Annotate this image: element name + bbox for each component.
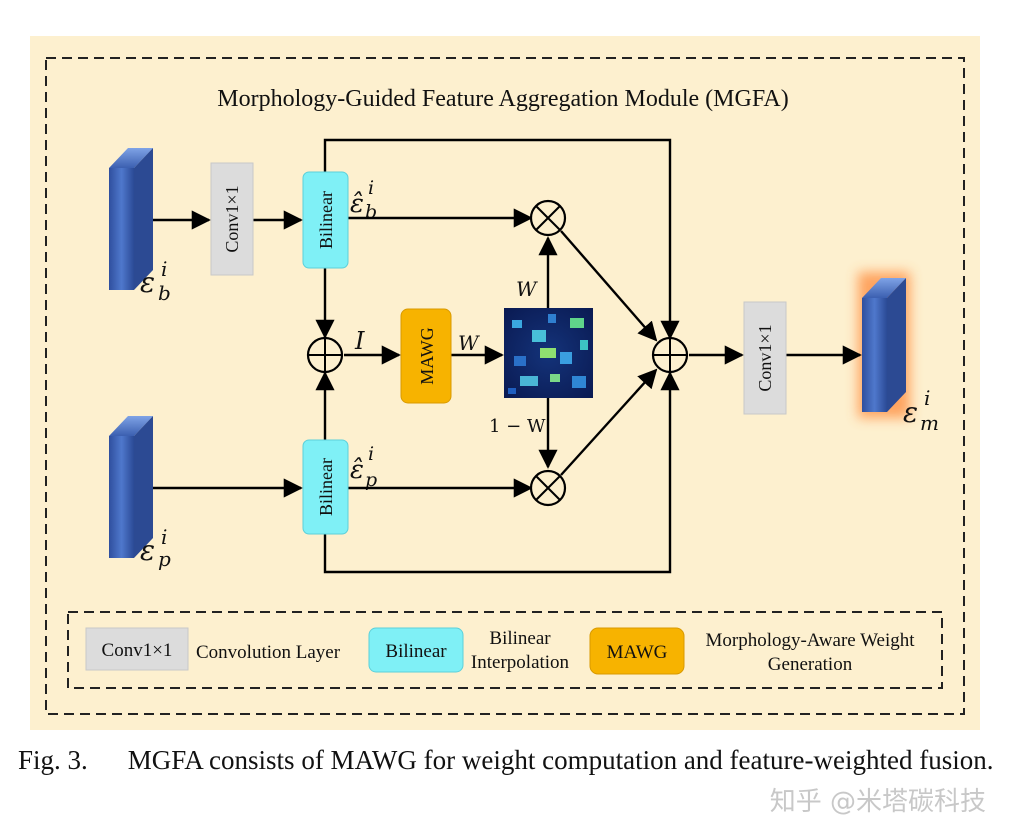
- caption-text: MGFA consists of MAWG for weight computa…: [127, 745, 994, 775]
- label-one-minus-W: 1 − W: [489, 416, 546, 437]
- connections: [153, 138, 862, 574]
- label-I: I: [354, 327, 365, 355]
- legend-bilinear-swatch: [368, 627, 464, 673]
- feature-eb: [109, 148, 153, 290]
- watermark: 知乎 @米塔碳科技: [769, 787, 986, 817]
- legend-conv-desc: Convolution Layer: [196, 642, 341, 663]
- legend-bilinear-desc-1: Bilinear: [489, 628, 551, 649]
- legend-mawg-box-label: MAWG: [607, 642, 668, 663]
- bilinear-top-label: Bilinear: [316, 191, 336, 249]
- conv-top-node: Conv1×1: [210, 162, 254, 276]
- conv-top-label: Conv1×1: [222, 185, 242, 252]
- sum-right-operator: [651, 336, 689, 374]
- edge-bilinear-top-bypass: [323, 138, 680, 340]
- label-W-after-mawg: W: [458, 331, 480, 355]
- mawg-label: MAWG: [417, 327, 437, 385]
- legend-mawg-desc-1: Morphology-Aware Weight: [705, 630, 915, 651]
- caption-figure-number: Fig. 3.: [18, 745, 88, 775]
- feature-ep: [109, 416, 153, 558]
- mawg-node: MAWG: [400, 308, 452, 404]
- bilinear-bottom-node: Bilinear: [302, 439, 349, 535]
- outer-dashed-border: [45, 57, 965, 715]
- multiply-top-operator: [529, 199, 567, 237]
- legend-mawg-desc-2: Generation: [768, 654, 853, 675]
- figure-caption: Fig. 3. MGFA consists of MAWG for weight …: [18, 742, 994, 778]
- legend-mawg-swatch: [589, 627, 685, 675]
- legend-border: [67, 611, 943, 689]
- legend-conv-box-label: Conv1×1: [102, 640, 173, 661]
- weight-map-image: [504, 308, 593, 398]
- multiply-bottom-operator: [529, 469, 567, 507]
- edge-multiply-top-sum-right: [560, 230, 658, 342]
- bilinear-top-node: Bilinear: [302, 171, 349, 269]
- legend-conv-swatch: [85, 627, 189, 671]
- conv-out-label: Conv1×1: [755, 324, 775, 391]
- edge-multiply-bottom-sum-right: [560, 368, 658, 476]
- legend-bilinear-desc-2: Interpolation: [471, 652, 570, 673]
- feature-em-output: [858, 272, 910, 418]
- legend: Conv1×1 Convolution Layer Bilinear Bilin…: [67, 611, 943, 689]
- legend-bilinear-box-label: Bilinear: [385, 641, 447, 662]
- label-W-up: W: [516, 277, 538, 301]
- mgfa-diagram: Morphology-Guided Feature Aggregation Mo…: [30, 36, 980, 730]
- sum-left-operator: [306, 336, 344, 374]
- edge-bilinear-bottom-bypass: [323, 371, 680, 574]
- diagram-title: Morphology-Guided Feature Aggregation Mo…: [217, 86, 788, 112]
- bilinear-bottom-label: Bilinear: [316, 458, 336, 516]
- conv-out-node: Conv1×1: [743, 301, 787, 415]
